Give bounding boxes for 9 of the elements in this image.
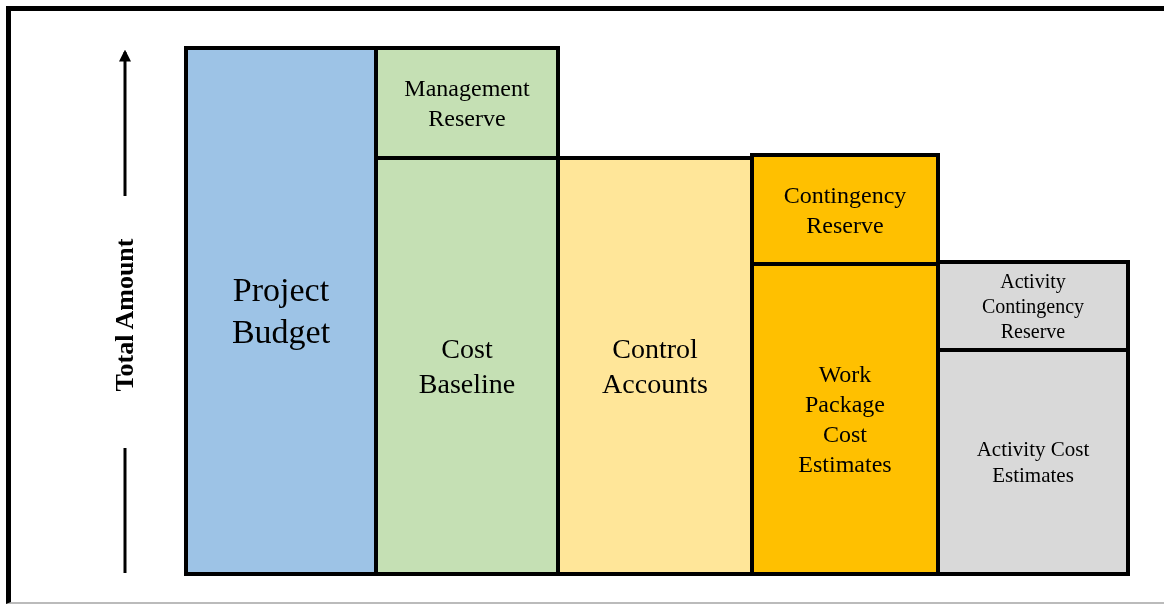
block-label: Activity Cost Estimates (975, 435, 1091, 489)
block-label: Work Package Cost Estimates (797, 360, 893, 479)
block-label: Management Reserve (403, 74, 531, 133)
axis-label: Total Amount (110, 238, 140, 392)
block-label: Control Accounts (601, 332, 709, 401)
block-label: Contingency Reserve (782, 180, 908, 240)
block-label: Project Budget (231, 269, 331, 352)
block-label: Activity Contingency Reserve (980, 268, 1086, 344)
block-label: Cost Baseline (417, 332, 517, 401)
